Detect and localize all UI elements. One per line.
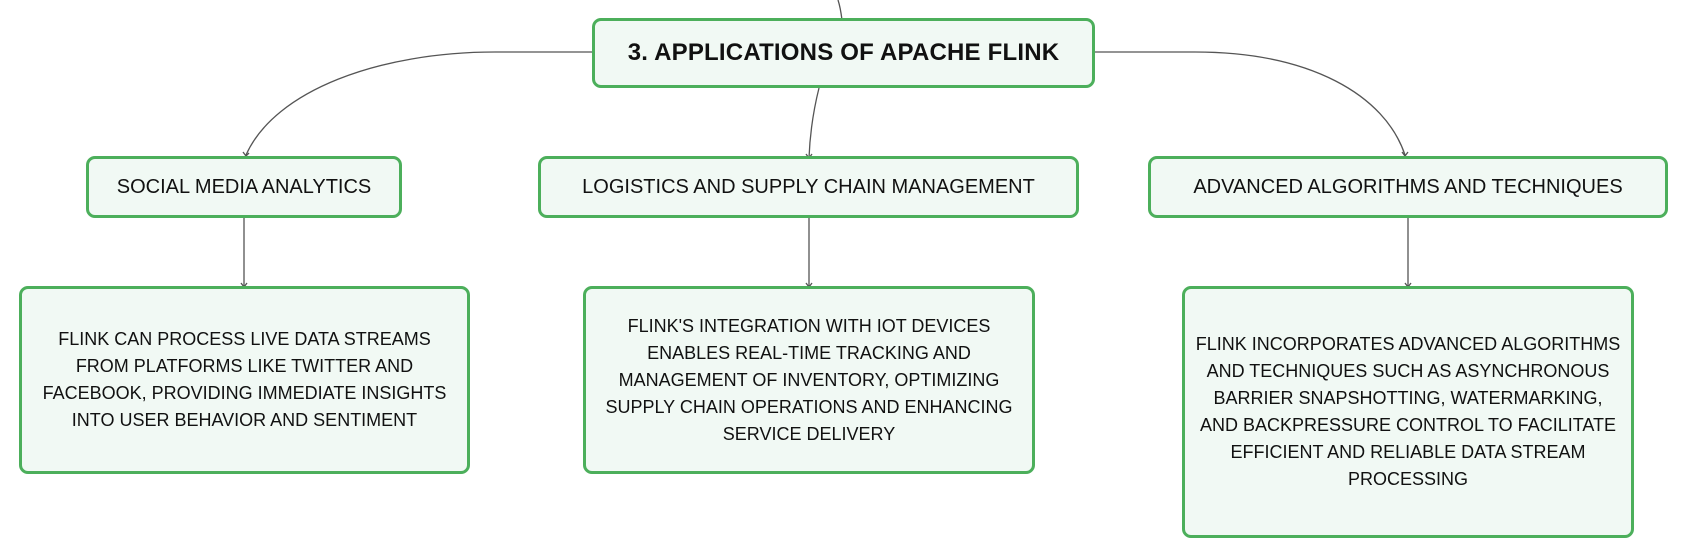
root-node[interactable]: 3. APPLICATIONS OF APACHE FLINK <box>592 18 1095 88</box>
detail-node-logistics[interactable]: FLINK'S INTEGRATION WITH IOT DEVICES ENA… <box>583 286 1035 474</box>
topic-node-social-media-analytics[interactable]: SOCIAL MEDIA ANALYTICS <box>86 156 402 218</box>
topic-node-logistics[interactable]: LOGISTICS AND SUPPLY CHAIN MANAGEMENT <box>538 156 1079 218</box>
detail-text: FLINK CAN PROCESS LIVE DATA STREAMS FROM… <box>42 329 447 430</box>
detail-text: FLINK'S INTEGRATION WITH IOT DEVICES ENA… <box>605 315 1013 444</box>
detail-node-advanced-algorithms[interactable]: FLINK INCORPORATES ADVANCED ALGORITHMS A… <box>1182 286 1634 538</box>
detail-text: FLINK INCORPORATES ADVANCED ALGORITHMS A… <box>1195 334 1621 489</box>
connector-root-to-logistics <box>808 87 820 159</box>
topic-label: SOCIAL MEDIA ANALYTICS <box>116 175 372 198</box>
root-title: 3. APPLICATIONS OF APACHE FLINK <box>627 39 1060 66</box>
topic-label: ADVANCED ALGORITHMS AND TECHNIQUES <box>1193 175 1623 198</box>
connector-root-to-algorithms <box>1093 51 1406 156</box>
connector-root-to-social-media <box>245 51 594 156</box>
topic-node-advanced-algorithms[interactable]: ADVANCED ALGORITHMS AND TECHNIQUES <box>1148 156 1668 218</box>
detail-node-social-media-analytics[interactable]: FLINK CAN PROCESS LIVE DATA STREAMS FROM… <box>19 286 470 474</box>
connector-parent-to-root <box>837 0 843 21</box>
topic-label: LOGISTICS AND SUPPLY CHAIN MANAGEMENT <box>582 175 1035 198</box>
